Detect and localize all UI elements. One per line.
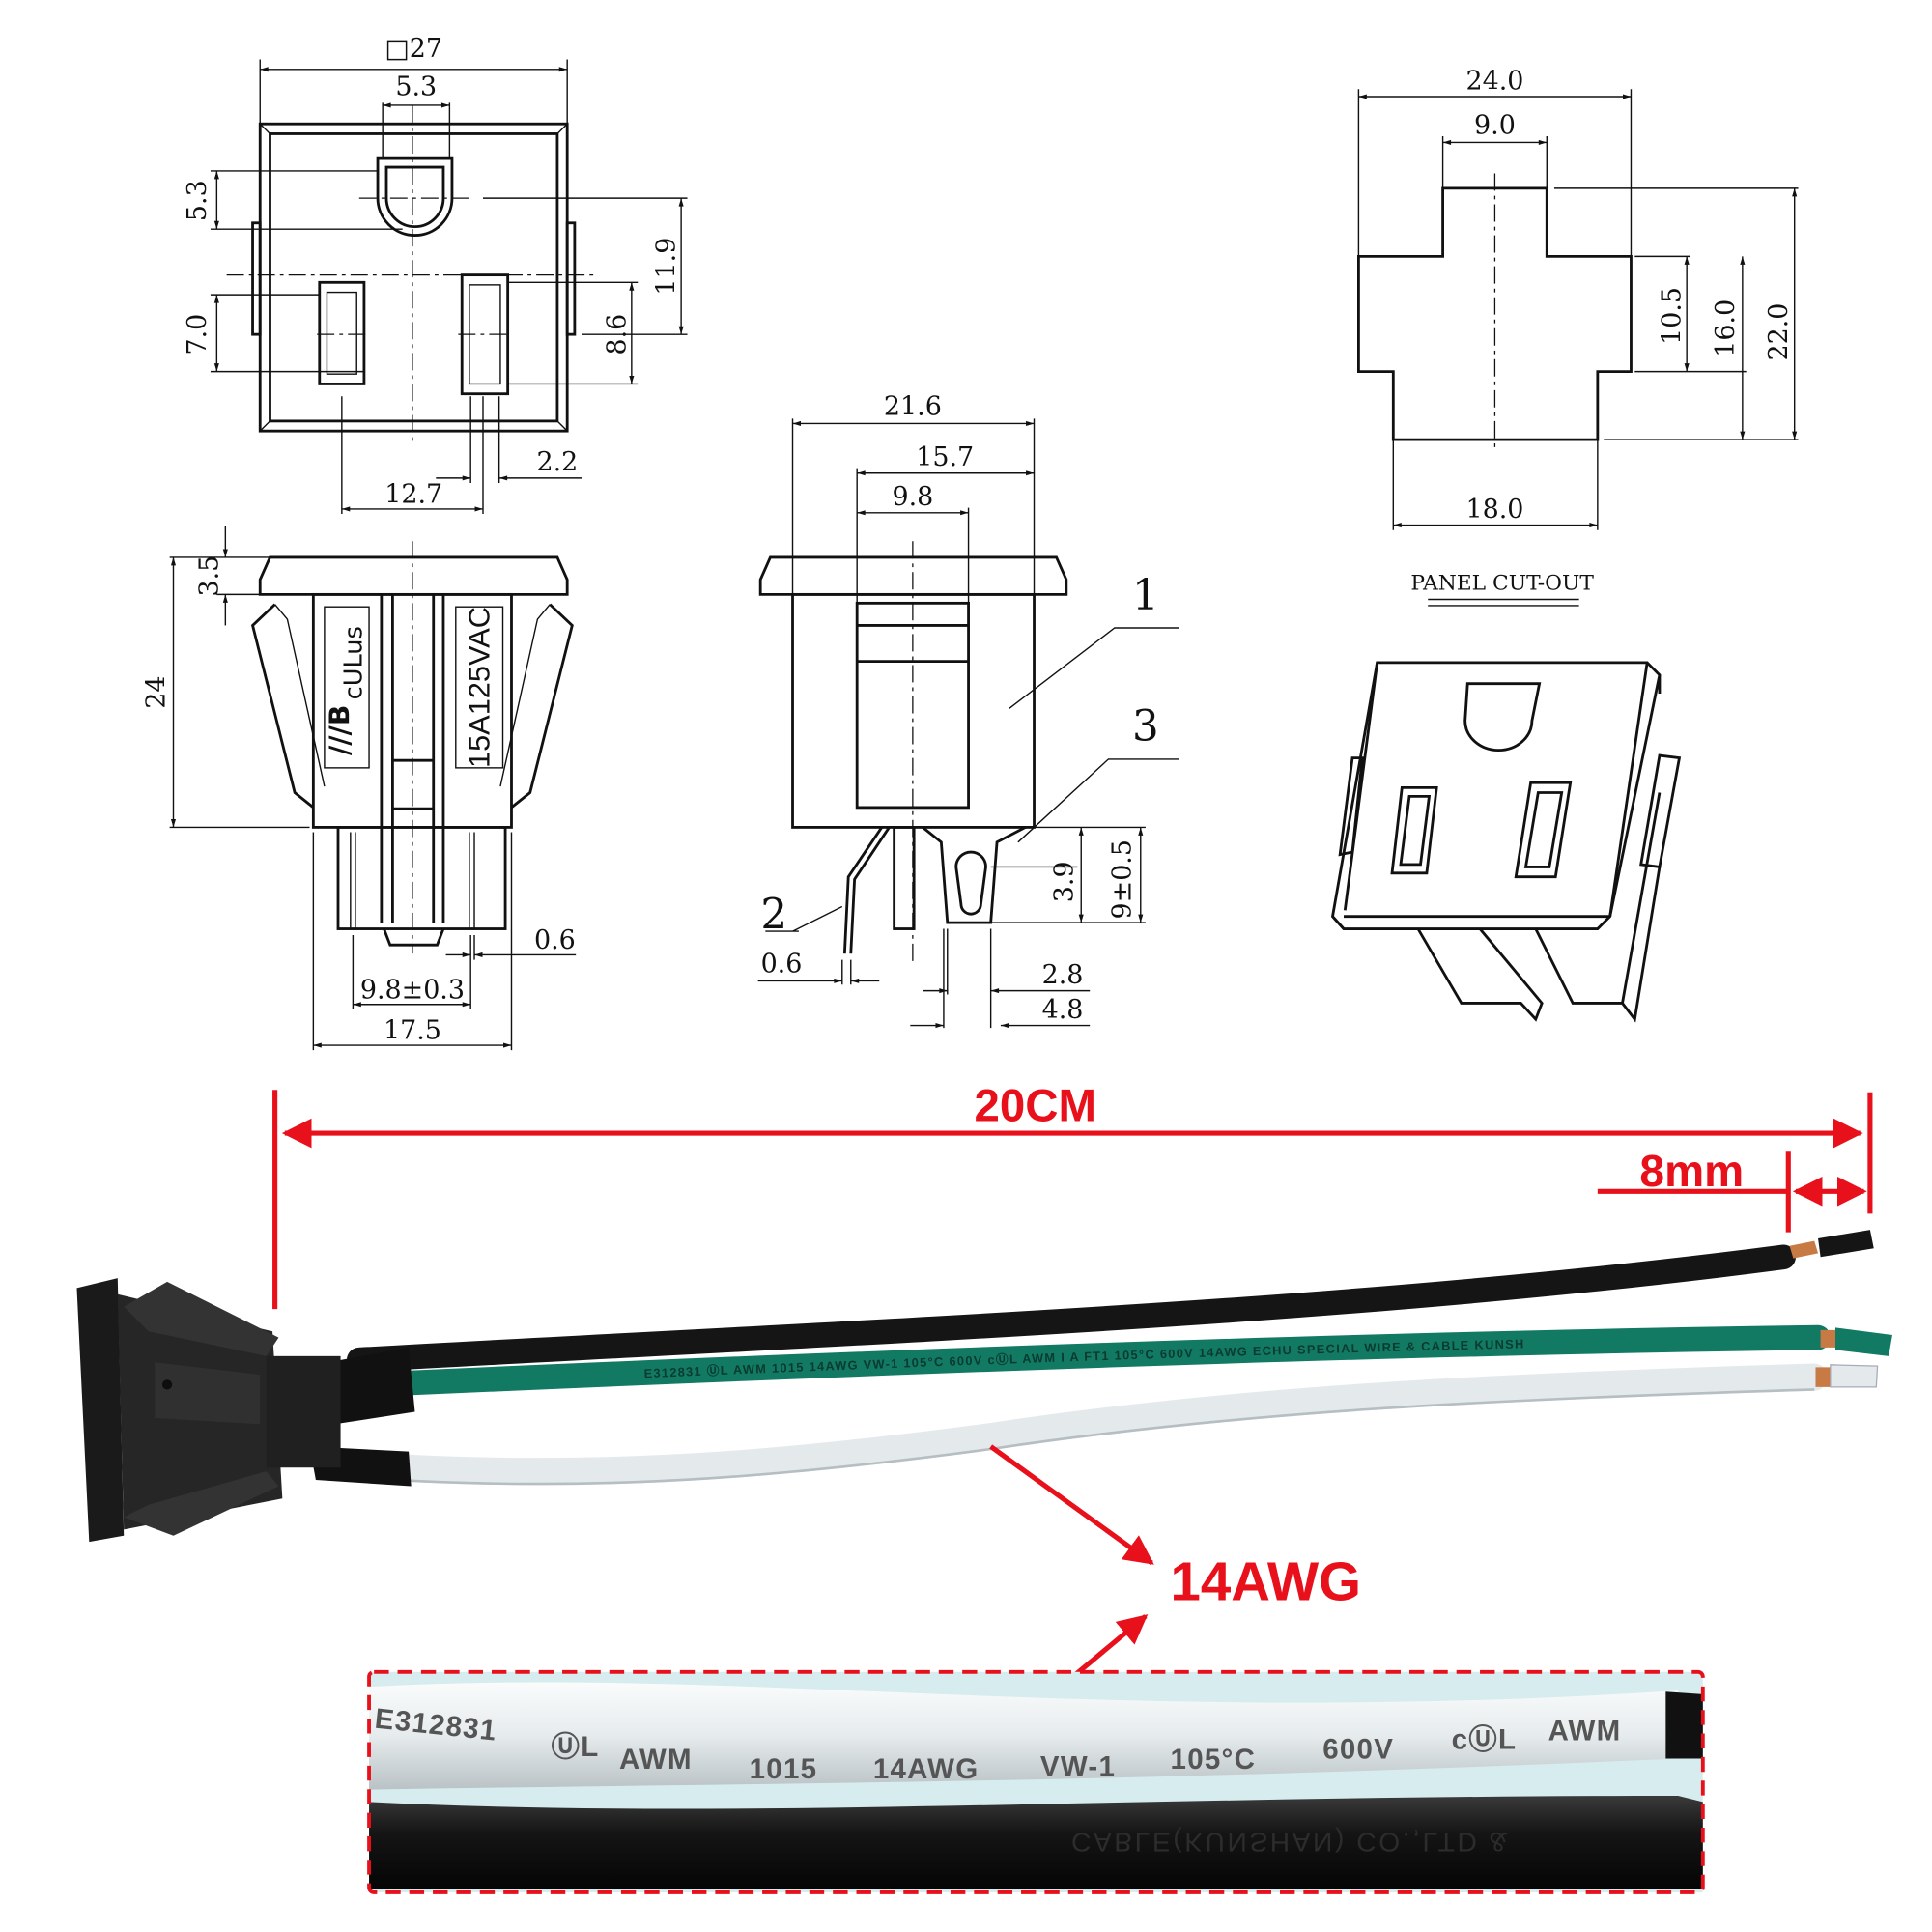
dim-slot-height-left: 7.0 bbox=[183, 314, 213, 355]
callout-1: 1 bbox=[1132, 572, 1159, 620]
dim-pin-spacing: 9.8±0.3 bbox=[360, 975, 465, 1005]
dim-slot-width: 2.2 bbox=[537, 447, 579, 477]
gauge-callout: 14AWG bbox=[989, 1444, 1361, 1743]
dim-slot-spacing: 12.7 bbox=[384, 480, 442, 510]
svg-text:ⓊL: ⓊL bbox=[552, 1731, 600, 1763]
inset-black-wire-print: CABLE(KUNSHAN) CO.,LTD & bbox=[1071, 1827, 1510, 1858]
white-wire bbox=[383, 1363, 1829, 1486]
wire-closeup-inset: E312831 ⓊL AWM 1015 14AWG VW-1 105°C 600… bbox=[367, 1669, 1705, 1894]
white-wire-tip bbox=[1830, 1364, 1879, 1388]
panel-cutout: 24.0 9.0 10.5 16.0 22.0 18.0 PANEL CUT-O… bbox=[1357, 66, 1799, 607]
dim-bottom-width: 18.0 bbox=[1465, 495, 1523, 525]
dim-slot-offset: 11.9 bbox=[652, 238, 682, 296]
black-wire bbox=[346, 1244, 1796, 1373]
dim-lower-height: 16.0 bbox=[1711, 299, 1741, 357]
dim-ground-width: 4.8 bbox=[1042, 995, 1084, 1025]
svg-text:600V: 600V bbox=[1322, 1734, 1394, 1766]
length-dimension: 20CM 8mm bbox=[272, 1080, 1873, 1310]
callout-2: 2 bbox=[760, 892, 787, 940]
callout-3: 3 bbox=[1132, 703, 1159, 752]
dim-side-height: 10.5 bbox=[1658, 287, 1688, 345]
dim-body-width: 17.5 bbox=[384, 1016, 441, 1046]
dim-inner-width: 9.8 bbox=[892, 482, 933, 512]
neutral-slot bbox=[318, 280, 366, 385]
dim-top-width: 9.0 bbox=[1474, 110, 1516, 140]
dim-slot-height-right: 8.6 bbox=[602, 314, 632, 355]
strip-length-label: 8mm bbox=[1639, 1146, 1744, 1196]
dim-body-width: 15.7 bbox=[916, 442, 974, 472]
gauge-label: 14AWG bbox=[1171, 1550, 1361, 1611]
rating-text: 15A125VAC bbox=[462, 607, 496, 768]
length-label: 20CM bbox=[975, 1080, 1097, 1131]
svg-text:1015: 1015 bbox=[750, 1753, 818, 1785]
dim-pin-thickness: 0.6 bbox=[761, 949, 803, 979]
dim-height: 24 bbox=[142, 676, 172, 709]
panel-cutout-label: PANEL CUT-OUT bbox=[1410, 571, 1594, 595]
heat-shrink-top bbox=[327, 1347, 415, 1425]
profile-view: 21.6 15.7 9.8 1 2 3 3.9 9±0.5 0.6 2.8 4.… bbox=[757, 391, 1179, 1029]
dim-ground-height: 5.3 bbox=[183, 180, 213, 221]
black-wire-tip bbox=[1818, 1230, 1874, 1258]
svg-text:105°C: 105°C bbox=[1171, 1744, 1257, 1776]
svg-text:AWM: AWM bbox=[1548, 1715, 1622, 1747]
dim-overall-height: 22.0 bbox=[1764, 303, 1794, 361]
dim-flange: 3.5 bbox=[195, 555, 225, 597]
dim-width-square: □27 bbox=[384, 34, 442, 64]
green-wire bbox=[358, 1324, 1831, 1398]
svg-text:AWM: AWM bbox=[619, 1744, 693, 1776]
dim-overall-width: 24.0 bbox=[1465, 66, 1523, 96]
ground-hole bbox=[376, 156, 454, 237]
connector-photo bbox=[76, 1278, 341, 1543]
front-view: □27 5.3 5.3 7.0 11.9 8.6 2.2 12.7 bbox=[183, 34, 688, 515]
side-view: ///B cULus 15A125VAC 3.5 24 0.6 9.8±0.3 … bbox=[142, 526, 577, 1051]
dim-pin-thickness: 0.6 bbox=[534, 925, 576, 955]
brand-logo: ///B bbox=[325, 705, 356, 755]
dim-ground-tab: 2.8 bbox=[1042, 960, 1084, 990]
dim-tab-height: 3.9 bbox=[1049, 861, 1079, 902]
svg-text:14AWG: 14AWG bbox=[873, 1753, 980, 1785]
svg-text:cⓊL: cⓊL bbox=[1452, 1723, 1518, 1755]
dim-ground-width: 5.3 bbox=[395, 72, 437, 102]
dim-pin-length: 9±0.5 bbox=[1108, 839, 1138, 919]
wire-assembly: E312831 ⓊL AWM 1015 14AWG VW-1 105°C 600… bbox=[309, 1230, 1892, 1487]
svg-text:VW-1: VW-1 bbox=[1040, 1750, 1116, 1782]
cert-mark: cULus bbox=[339, 626, 368, 699]
dim-flange-width: 21.6 bbox=[884, 391, 942, 421]
green-wire-tip bbox=[1835, 1327, 1892, 1356]
isometric-view bbox=[1330, 661, 1682, 1023]
